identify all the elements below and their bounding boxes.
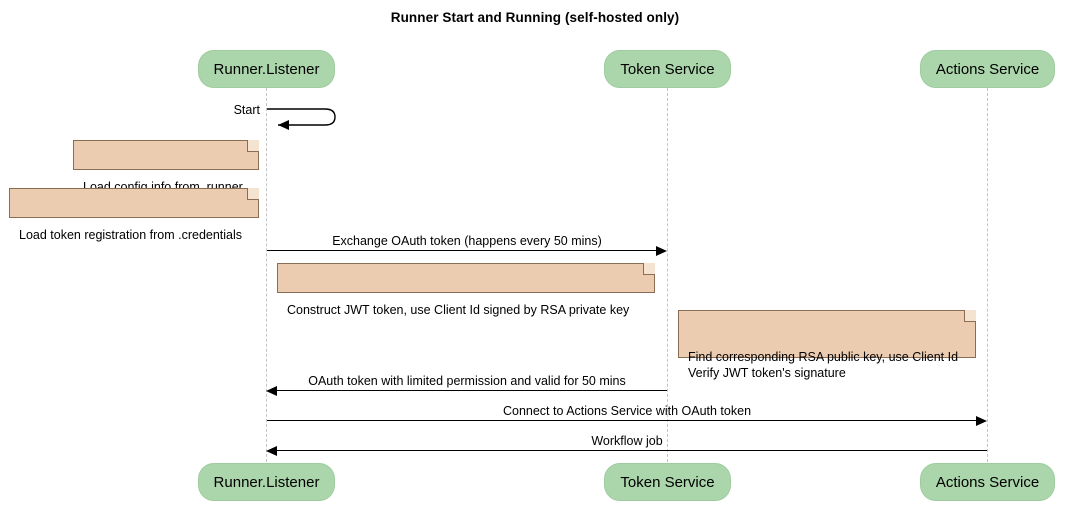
note-verify: Find corresponding RSA public key, use C… — [678, 310, 976, 380]
note-fold-icon — [643, 263, 655, 275]
participant-runner-top-label: Runner.Listener — [213, 60, 320, 78]
self-message-start — [260, 100, 346, 134]
participant-actions-bottom[interactable]: Actions Service — [920, 463, 1055, 501]
msg-connect-label: Connect to Actions Service with OAuth to… — [502, 404, 752, 418]
note-verify-text: Find corresponding RSA public key, use C… — [688, 350, 959, 380]
msg-exchange-line — [267, 250, 657, 251]
participant-actions-top-label: Actions Service — [935, 60, 1040, 78]
note-jwt: Construct JWT token, use Client Id signe… — [277, 263, 655, 317]
self-message-start-label: Start — [233, 103, 260, 117]
participant-token-top[interactable]: Token Service — [604, 50, 731, 88]
note-config: Load config info from .runner — [73, 140, 259, 194]
lifeline-token — [667, 88, 668, 462]
msg-workflow-arrowhead — [266, 445, 277, 456]
participant-runner-top[interactable]: Runner.Listener — [198, 50, 335, 88]
lifeline-actions — [987, 88, 988, 462]
participant-token-top-label: Token Service — [620, 60, 715, 78]
msg-exchange-label: Exchange OAuth token (happens every 50 m… — [332, 234, 602, 248]
participant-actions-top[interactable]: Actions Service — [920, 50, 1055, 88]
participant-actions-bottom-label: Actions Service — [935, 473, 1040, 491]
msg-oauth-return-arrowhead — [266, 385, 277, 396]
msg-oauth-return-label: OAuth token with limited permission and … — [308, 374, 626, 388]
lifeline-runner — [266, 88, 267, 462]
diagram-title: Runner Start and Running (self-hosted on… — [390, 10, 680, 25]
msg-connect-arrowhead — [976, 415, 987, 426]
msg-workflow-line — [277, 450, 987, 451]
note-jwt-text: Construct JWT token, use Client Id signe… — [287, 303, 630, 317]
note-fold-icon — [964, 310, 976, 322]
note-fold-icon — [247, 140, 259, 152]
msg-exchange-arrowhead — [656, 245, 667, 256]
msg-oauth-return-line — [277, 390, 667, 391]
msg-connect-line — [267, 420, 977, 421]
msg-workflow-label: Workflow job — [591, 434, 663, 448]
participant-runner-bottom[interactable]: Runner.Listener — [198, 463, 335, 501]
note-fold-icon — [247, 188, 259, 200]
participant-runner-bottom-label: Runner.Listener — [213, 473, 320, 491]
note-credentials: Load token registration from .credential… — [9, 188, 259, 242]
participant-token-bottom[interactable]: Token Service — [604, 463, 731, 501]
participant-token-bottom-label: Token Service — [620, 473, 715, 491]
note-credentials-text: Load token registration from .credential… — [19, 228, 243, 242]
